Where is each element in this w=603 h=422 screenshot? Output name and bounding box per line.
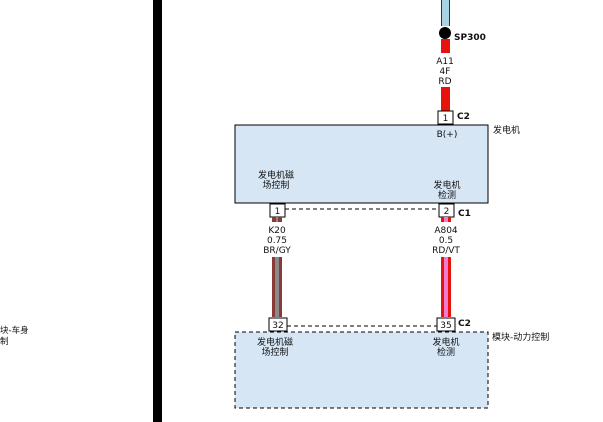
pcm-c2-pin-left: 32 <box>272 321 283 331</box>
generator-c2-connector-label: C2 <box>457 112 470 122</box>
pcm-sense-label-line1: 发电机 <box>432 336 459 348</box>
ground-bus-bar <box>153 0 162 422</box>
generator-c2-pin-box[interactable] <box>437 110 454 125</box>
splice-sp300-label: SP300 <box>454 33 486 43</box>
wire-top-upper-segment[interactable] <box>441 0 450 26</box>
wire-a804-color: RD/VT <box>432 246 460 256</box>
generator-c2-pin: 1 <box>443 114 449 124</box>
pcm-c2-pin-right: 35 <box>440 321 451 331</box>
pcm-c2-pin-left-box[interactable] <box>268 317 288 332</box>
wire-a11-size: 4F <box>440 67 451 77</box>
generator-module[interactable] <box>234 124 489 204</box>
pcm-sense-label-line2: 检测 <box>437 346 455 358</box>
generator-field-label-line1: 发电机磁 <box>258 169 294 181</box>
wire-k20-segment-stripe <box>275 257 279 317</box>
generator-c1-pin-right: 2 <box>444 207 450 217</box>
generator-b-plus-label: B(+) <box>437 130 458 140</box>
pcm-field-label-line1: 发电机磁 <box>257 336 293 348</box>
wire-a11-circuit: A11 <box>436 57 454 67</box>
pcm-field-label-line2: 场控制 <box>261 346 288 358</box>
left-module-label-line1: 块-车身 <box>0 325 29 336</box>
wire-a11-segment-upper[interactable] <box>441 39 450 53</box>
pcm-name: 模块-动力控制 <box>492 331 549 343</box>
pcm-c2-connector-label: C2 <box>458 319 471 329</box>
pcm-module[interactable] <box>234 331 489 409</box>
wire-top-upper-outline-right <box>449 0 450 26</box>
generator-c1-pin-left: 1 <box>275 207 281 217</box>
generator-name: 发电机 <box>493 124 520 136</box>
wire-k20-size: 0.75 <box>267 236 287 246</box>
splice-sp300-dot[interactable] <box>439 27 451 39</box>
wire-a11-color: RD <box>438 77 451 87</box>
wire-k20-stub-upper-stripe <box>276 217 278 222</box>
generator-c1-connector-label: C1 <box>458 209 471 219</box>
generator-sense-label-line2: 检测 <box>438 189 456 201</box>
left-module-label-line2: 制 <box>0 336 9 347</box>
pcm-c2-pin-right-box[interactable] <box>436 317 456 332</box>
wire-top-upper-outline-left <box>441 0 442 26</box>
wire-a804-segment-stripe <box>444 257 448 317</box>
generator-field-label-line2: 场控制 <box>262 179 289 191</box>
wire-k20-circuit: K20 <box>268 226 286 236</box>
wire-a804-size: 0.5 <box>439 236 453 246</box>
generator-sense-label-line1: 发电机 <box>433 179 460 191</box>
wire-a804-stub-upper-stripe <box>444 217 448 222</box>
wire-k20-color: BR/GY <box>263 246 291 256</box>
wire-a804-circuit: A804 <box>434 226 458 236</box>
wire-a11-segment-lower[interactable] <box>441 87 450 111</box>
